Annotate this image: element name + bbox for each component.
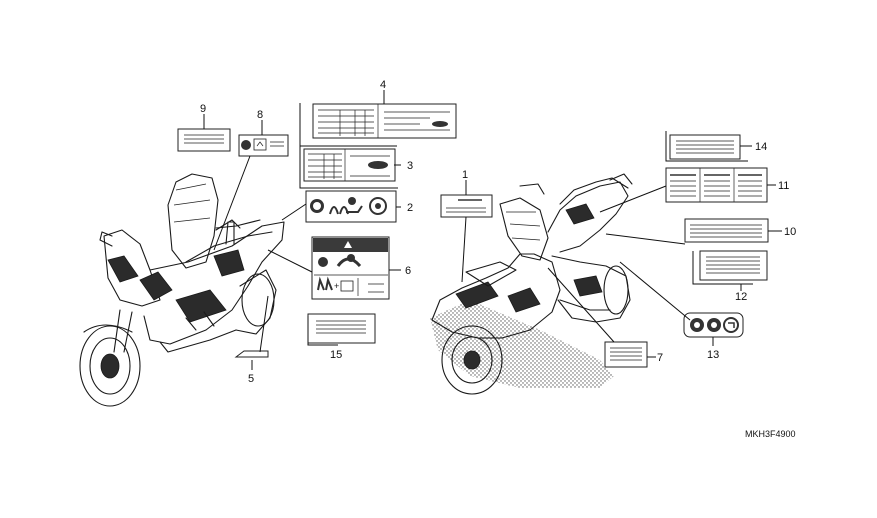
label-11 (665, 167, 768, 203)
label-6: + (311, 236, 390, 300)
label-10 (684, 218, 769, 243)
callout-10: 10 (784, 226, 796, 238)
callout-11: 11 (778, 180, 789, 192)
label-13 (683, 312, 744, 338)
callout-9: 9 (200, 103, 206, 115)
label-5 (234, 350, 269, 358)
callout-14: 14 (755, 141, 767, 153)
callout-7: 7 (657, 352, 663, 364)
label-2 (305, 190, 397, 223)
label-8 (238, 134, 289, 157)
motorcycle-front-view (79, 173, 285, 407)
part-code: MKH3F4900 (745, 429, 796, 439)
callout-1: 1 (462, 169, 468, 181)
callout-8: 8 (257, 109, 263, 121)
callout-13: 13 (707, 349, 719, 361)
motorcycle-rear-view (430, 173, 633, 395)
callout-2: 2 (407, 202, 413, 214)
label-12 (699, 250, 768, 281)
label-14 (669, 134, 741, 160)
label-1 (440, 194, 493, 218)
callout-4: 4 (380, 79, 386, 91)
callout-5: 5 (248, 373, 254, 385)
label-4 (312, 103, 457, 139)
label-7 (604, 341, 648, 368)
label-9 (177, 128, 231, 152)
callout-3: 3 (407, 160, 413, 172)
leader-lines (203, 90, 782, 370)
callout-12: 12 (735, 291, 747, 303)
label-3 (303, 148, 396, 182)
svg-text:+: + (334, 281, 339, 291)
callout-15: 15 (330, 349, 342, 361)
label-15 (307, 313, 376, 344)
callout-numbers: 1 2 3 4 5 6 7 8 9 10 11 12 13 14 15 (200, 79, 796, 385)
callout-6: 6 (405, 265, 411, 277)
